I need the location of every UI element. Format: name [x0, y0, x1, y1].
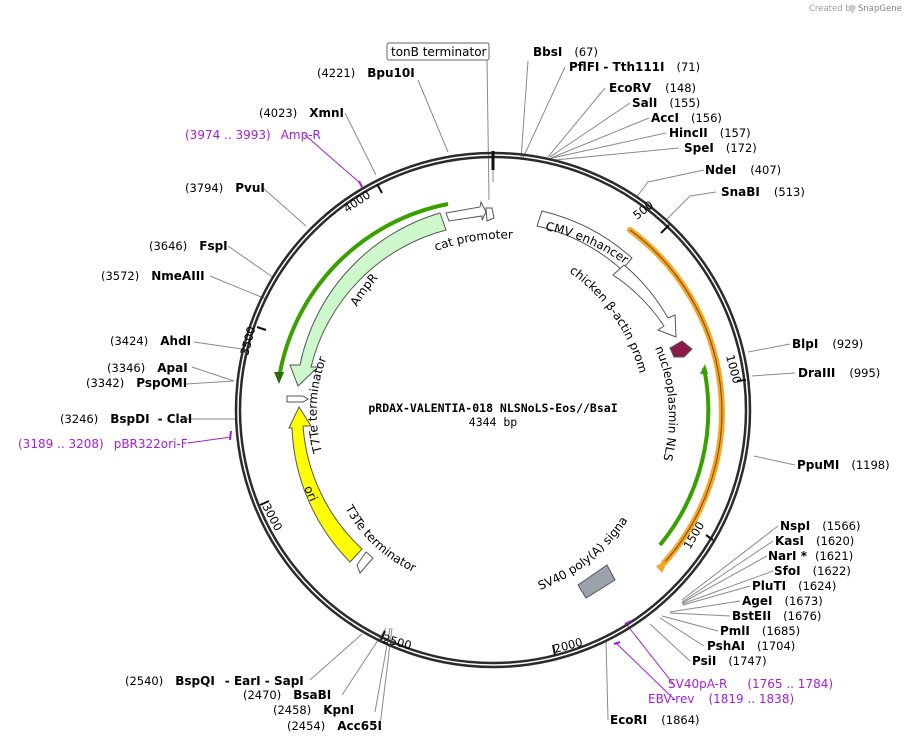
site-label[interactable]: PmlI(1685) — [720, 624, 800, 638]
site-label[interactable]: (3646)FspI — [149, 239, 228, 253]
tick-label: 3500 — [237, 325, 258, 357]
leader-lines — [185, 58, 796, 727]
feature-tracks — [229, 180, 725, 645]
site-label[interactable]: (2470)BsaBI — [243, 688, 331, 702]
site-label[interactable]: (4221)Bpu10I — [317, 66, 415, 80]
eos-track — [658, 367, 711, 547]
ori-feature[interactable] — [288, 405, 363, 563]
plasmid-name: pRDAX-VALENTIA-018 NLSNoLS-Eos//BsaI — [368, 401, 617, 415]
site-label[interactable]: NdeI(407) — [705, 163, 781, 177]
site-label[interactable]: (3246)BspDI- ClaI — [60, 412, 192, 426]
t3te-terminator-feature[interactable] — [356, 551, 374, 574]
site-label[interactable]: NspI(1566) — [780, 519, 861, 533]
site-label[interactable]: AgeI(1673) — [742, 594, 823, 608]
credit-prefix: Created by — [809, 4, 856, 14]
primer-label[interactable]: SV40pA-R(1765 .. 1784) — [668, 677, 833, 691]
site-label[interactable]: BbsI(67) — [533, 45, 598, 59]
site-label[interactable]: PshAI(1704) — [707, 639, 795, 653]
tonb-terminator-label: tonB terminator — [391, 45, 487, 59]
site-label[interactable]: SfoI(1622) — [774, 564, 851, 578]
primer-amp-r-mark — [358, 180, 363, 188]
primer-label[interactable]: (3974 .. 3993)Amp-R — [185, 128, 321, 142]
green-arrowhead-icon — [700, 364, 708, 374]
site-label[interactable]: PpuMI(1198) — [797, 458, 890, 472]
site-label[interactable]: AccI(156) — [651, 111, 722, 125]
site-label[interactable]: DraIII(995) — [798, 366, 880, 380]
primer-labels: (3974 .. 3993)Amp-R (3189 .. 3208)pBR322… — [18, 128, 833, 706]
t7te-terminator-feature[interactable] — [286, 395, 309, 403]
primer-pbr322ori-f-mark — [229, 430, 232, 441]
ampr-outer-arrowhead-icon — [274, 372, 284, 384]
site-label[interactable]: (3794)PvuI — [185, 181, 265, 195]
plasmid-size: 4344 bp — [469, 415, 518, 429]
tick-marks — [256, 183, 747, 656]
site-label[interactable]: (3342)PspOMI — [86, 376, 187, 390]
tonb-terminator-box: tonB terminator — [386, 42, 490, 61]
tonb-terminator-feature[interactable] — [485, 207, 495, 222]
site-label[interactable]: PsiI(1747) — [692, 654, 767, 668]
site-label[interactable]: EcoRI(1864) — [610, 713, 700, 727]
nls-feature[interactable] — [669, 340, 693, 358]
site-label[interactable]: NarI *(1621) — [768, 549, 853, 563]
orange-arrowhead-icon — [656, 560, 668, 573]
cat-promoter-label: cat promoter — [432, 228, 513, 254]
site-label[interactable]: (3346)ApaI — [107, 361, 188, 375]
cmv-promoter-track-core — [629, 229, 723, 564]
site-labels-right: BbsI(67) PflFI- Tth111I(71) EcoRV(148) S… — [533, 45, 890, 727]
t3te-label: T3Te terminator — [342, 502, 419, 575]
backbone — [234, 151, 752, 669]
site-label[interactable]: (2454)Acc65I — [287, 719, 382, 733]
site-label[interactable]: (2458)KpnI — [273, 703, 354, 717]
site-label[interactable]: SalI(155) — [632, 96, 700, 110]
site-label[interactable]: BstEII(1676) — [732, 609, 821, 623]
site-label[interactable]: SnaBI(513) — [721, 185, 805, 199]
snapgene-logo-icon — [848, 4, 856, 12]
site-label[interactable]: EcoRV(148) — [609, 81, 696, 95]
site-label[interactable]: PflFI- Tth111I(71) — [569, 60, 700, 74]
site-label[interactable]: (3572)NmeAIII — [101, 269, 205, 283]
credit-brand: SnapGene — [858, 4, 902, 14]
site-label[interactable]: PluTI(1624) — [752, 579, 836, 593]
site-label[interactable]: BlpI(929) — [792, 337, 863, 351]
nls-label: nucleoplasmin NLS — [652, 344, 680, 463]
site-labels-left: (2454)Acc65I (2458)KpnI (2470)BsaBI (254… — [60, 66, 415, 733]
ori-label: ori — [301, 484, 320, 504]
site-label[interactable]: (3424)AhdI — [110, 334, 191, 348]
site-label[interactable]: KasI(1620) — [775, 534, 854, 548]
primer-sv40pa-r-mark — [624, 620, 632, 625]
site-label[interactable]: HincII(157) — [669, 126, 751, 140]
site-label[interactable]: SpeI(172) — [684, 141, 757, 155]
plasmid-title: pRDAX-VALENTIA-018 NLSNoLS-Eos//BsaI 434… — [368, 401, 617, 429]
primer-label[interactable]: EBV-rev(1819 .. 1838) — [648, 692, 794, 706]
cmv-enhancer-label: CMV enhancer — [544, 219, 631, 266]
sv40-polya-feature[interactable] — [577, 564, 616, 599]
ampr-outer-track — [277, 202, 449, 379]
site-label[interactable]: (4023)XmnI — [259, 106, 344, 120]
ampr-feature[interactable] — [289, 212, 447, 387]
primer-ebv-rev-mark — [613, 641, 621, 645]
cba-promoter-feature[interactable] — [612, 264, 677, 338]
cat-promoter-feature[interactable] — [445, 200, 487, 222]
site-label[interactable]: (2540)BspQI- EarI - SapI — [125, 674, 304, 688]
primer-label[interactable]: (3189 .. 3208)pBR322ori-F — [18, 437, 188, 451]
snapgene-credit: Created by SnapGene — [809, 4, 902, 14]
